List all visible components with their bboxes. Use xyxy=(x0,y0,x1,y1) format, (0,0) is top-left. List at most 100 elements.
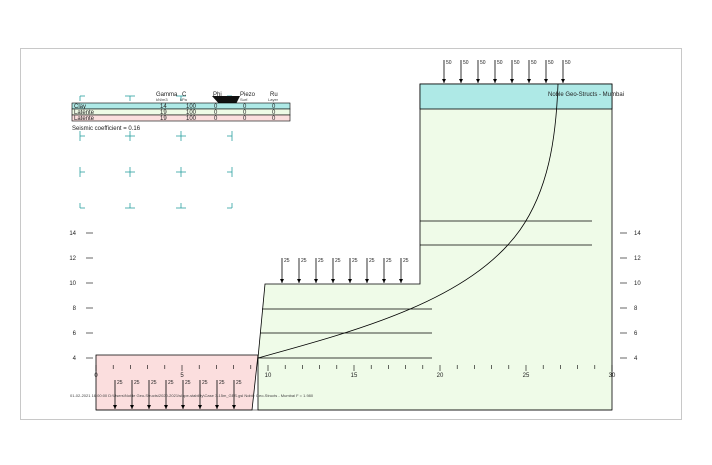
load-label: 25 xyxy=(335,258,341,264)
table-row: Latente 19 100 0 0 0 xyxy=(74,110,276,116)
svg-text:0: 0 xyxy=(243,110,247,116)
svg-text:0: 0 xyxy=(243,104,247,110)
grid-cross xyxy=(176,95,186,101)
load-arrow: 25 xyxy=(399,258,409,283)
x-tick-label: 15 xyxy=(351,373,358,379)
svg-text:0: 0 xyxy=(214,104,218,110)
load-label: 50 xyxy=(446,60,452,66)
x-tick-label: 30 xyxy=(609,373,616,379)
grid-cross xyxy=(176,203,186,209)
load-arrow: 50 xyxy=(561,60,571,83)
svg-text:0: 0 xyxy=(272,116,276,122)
load-label: 25 xyxy=(117,380,123,386)
grid-cross xyxy=(176,131,186,141)
svg-text:100: 100 xyxy=(186,104,197,110)
load-label: 25 xyxy=(134,380,140,386)
svg-text:0: 0 xyxy=(243,116,247,122)
x-tick-label: 5 xyxy=(180,373,184,379)
load-arrow: 25 xyxy=(181,380,191,409)
y-tick-label: 14 xyxy=(69,231,76,237)
load-arrows-top: 50 50 50 50 50 50 50 50 xyxy=(442,60,571,83)
y-tick-label: 8 xyxy=(73,306,77,312)
grid-cross xyxy=(227,167,233,177)
table-header-phi: Phi xyxy=(213,92,222,98)
load-label: 50 xyxy=(514,60,520,66)
y-tick-label: 8 xyxy=(634,306,638,312)
load-arrow: 25 xyxy=(314,258,324,283)
svg-text:0: 0 xyxy=(272,110,276,116)
grid-cross xyxy=(79,131,85,141)
y-tick-label: 4 xyxy=(73,356,77,362)
table-unit-ru: Layer xyxy=(268,97,279,102)
table-row: Clay 14 100 0 0 0 xyxy=(74,104,276,110)
grid-cross xyxy=(227,203,233,209)
load-label: 50 xyxy=(497,60,503,66)
y-tick-label: 12 xyxy=(634,256,641,262)
grid-cross xyxy=(125,167,135,177)
x-tick-label: 20 xyxy=(437,373,444,379)
y-tick-label: 10 xyxy=(634,281,641,287)
y-tick-label: 14 xyxy=(634,231,641,237)
grid-cross xyxy=(125,95,135,101)
load-label: 25 xyxy=(318,258,324,264)
load-label: 25 xyxy=(352,258,358,264)
load-arrow: 25 xyxy=(130,380,140,409)
footer-text: 01-02-2021 16:00:00 D:\Users\Noble Geo-S… xyxy=(70,393,314,398)
load-label: 25 xyxy=(284,258,290,264)
table-header-c: C xyxy=(182,92,187,98)
svg-text:Clay: Clay xyxy=(74,104,86,110)
y-tick-label: 4 xyxy=(634,356,638,362)
load-arrow: 25 xyxy=(280,258,290,283)
svg-text:Latente: Latente xyxy=(74,116,95,122)
load-label: 25 xyxy=(386,258,392,264)
load-label: 50 xyxy=(531,60,537,66)
load-arrow: 25 xyxy=(348,258,358,283)
grid-cross xyxy=(79,203,85,209)
grid-cross xyxy=(227,131,233,141)
x-tick-label: 10 xyxy=(265,373,272,379)
load-arrow: 50 xyxy=(527,60,537,83)
load-arrow: 25 xyxy=(297,258,307,283)
load-label: 50 xyxy=(548,60,554,66)
svg-text:Latente: Latente xyxy=(74,110,95,116)
load-label: 25 xyxy=(219,380,225,386)
x-axis: 0 5 10 15 20 25 30 xyxy=(94,365,616,379)
x-tick-label: 25 xyxy=(523,373,530,379)
grid-cross xyxy=(125,131,135,141)
table-unit-gamma: kN/m3 xyxy=(156,97,168,102)
load-arrow: 50 xyxy=(442,60,452,83)
load-arrow: 25 xyxy=(164,380,174,409)
x-tick-label: 0 xyxy=(94,373,98,379)
load-arrow: 50 xyxy=(459,60,469,83)
load-label: 25 xyxy=(185,380,191,386)
table-header-piezo: Piezo xyxy=(240,92,256,98)
load-arrow: 25 xyxy=(215,380,225,409)
load-arrow: 25 xyxy=(331,258,341,283)
svg-text:100: 100 xyxy=(186,110,197,116)
load-label: 25 xyxy=(202,380,208,386)
clay-top-layer xyxy=(419,83,613,110)
load-label: 50 xyxy=(463,60,469,66)
table-row: Latente 19 100 0 0 0 xyxy=(74,116,276,122)
load-label: 25 xyxy=(168,380,174,386)
material-table: Gamma C Phi Piezo Ru kN/m3 kPa ° Surf. L… xyxy=(71,92,291,132)
load-arrow: 25 xyxy=(198,380,208,409)
load-arrow: 50 xyxy=(544,60,554,83)
load-arrow: 25 xyxy=(232,380,242,409)
grid-cross xyxy=(79,167,85,177)
load-arrow: 50 xyxy=(476,60,486,83)
table-header-ru: Ru xyxy=(270,92,278,98)
slip-surface xyxy=(257,83,559,359)
upper-terrain-body xyxy=(257,83,613,411)
svg-text:100: 100 xyxy=(186,116,197,122)
svg-text:0: 0 xyxy=(214,116,218,122)
load-label: 50 xyxy=(565,60,571,66)
grid-cross xyxy=(176,167,186,177)
table-unit-c: kPa xyxy=(180,97,188,102)
load-arrow: 25 xyxy=(113,380,123,409)
watermark-text: Noble Geo-Structs - Mumbai xyxy=(548,92,624,98)
